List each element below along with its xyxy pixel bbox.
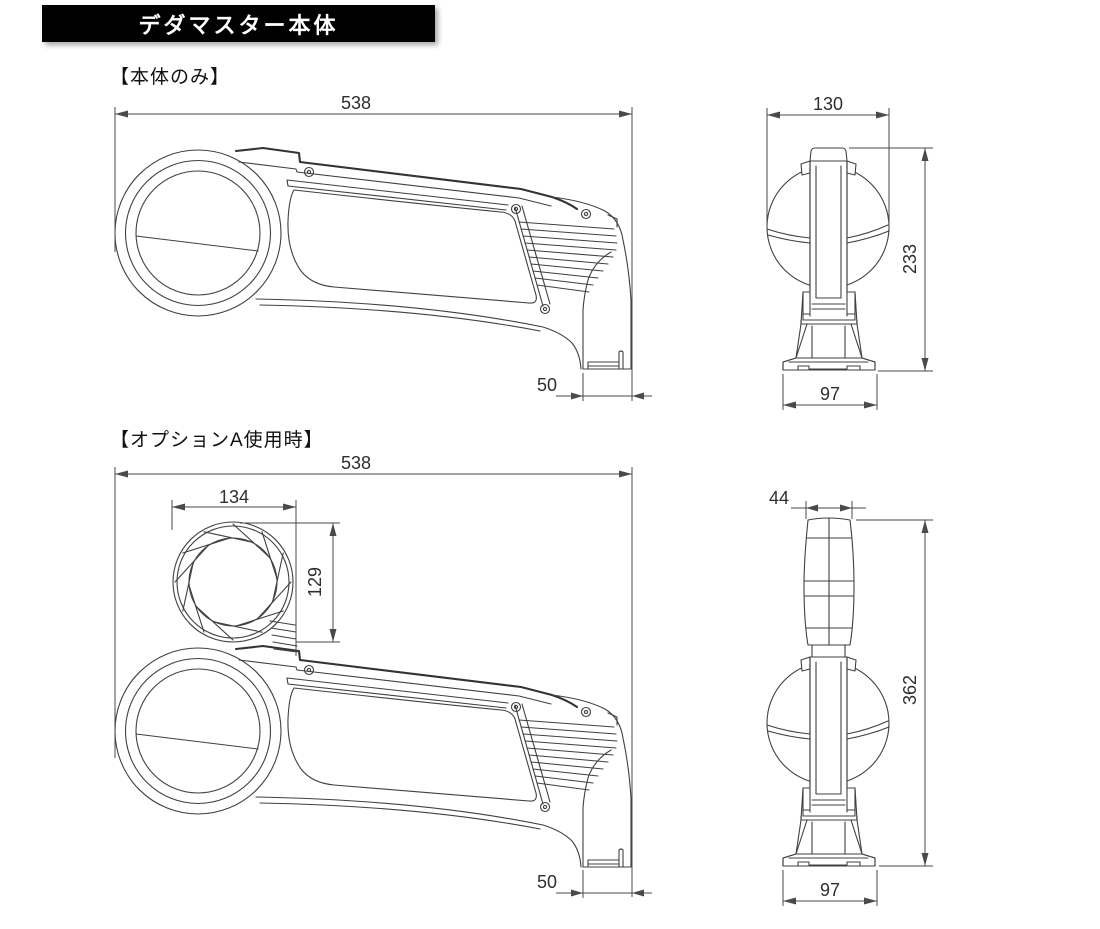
dim-50-foot-2: 50 [537,870,652,898]
dim-label-overall-height-1: 233 [900,244,920,274]
dim-label-overall-height-2: 362 [900,675,920,705]
dim-97-base-2: 97 [782,870,878,906]
dim-129-ring-height: 129 [240,522,340,643]
column-top-cap [809,147,848,162]
dim-label-head-width: 130 [813,94,843,114]
dim-label-base-width-1: 97 [820,384,840,404]
dim-134-ring-width: 134 [171,487,297,656]
section-label-body-only: 【本体のみ】 [110,67,231,88]
dim-label-attachment-depth: 44 [769,488,789,508]
dim-362-height: 362 [856,519,933,867]
dim-label-attachment-height: 129 [305,567,325,597]
dim-label-foot-depth-2: 50 [537,872,557,892]
dim-130-head: 130 [766,94,890,230]
section-label-option-a: 【オプションA使用時】 [110,430,324,451]
dim-label-attachment-width: 134 [219,487,249,507]
section-body-only: 538 50 130 233 [113,93,933,410]
section-option-a: 538 134 129 50 [113,453,933,906]
dim-44-barrel: 44 [769,488,866,519]
dim-label-overall-width-1: 538 [341,93,371,113]
page-title: デダマスター本体 [138,12,339,38]
dim-label-base-width-2: 97 [820,880,840,900]
dim-label-foot-depth-1: 50 [537,375,557,395]
dim-97-base: 97 [782,374,878,410]
dim-label-overall-width-2: 538 [341,453,371,473]
dim-538-top: 538 [114,93,633,401]
dim-50-foot: 50 [537,373,652,401]
page-title-bar: デダマスター本体 [42,5,435,42]
dim-538-top-2: 538 [114,453,633,897]
dim-233-height: 233 [849,147,933,372]
